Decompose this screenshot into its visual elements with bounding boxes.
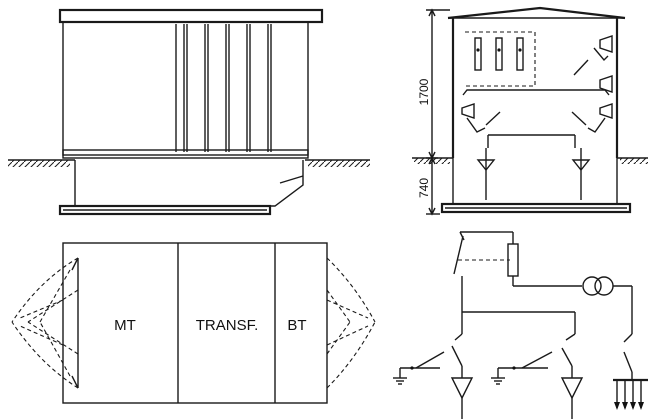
feeder-left	[393, 333, 474, 419]
front-louvres	[175, 24, 272, 152]
plan-outline	[62, 242, 328, 404]
front-roof	[58, 8, 324, 24]
mt-door-swings	[11, 257, 79, 389]
load-break-switch	[453, 235, 464, 275]
plan-view: MT TRANSF. BT	[11, 242, 376, 404]
bt-door-swings	[326, 257, 376, 389]
front-ground	[8, 159, 370, 167]
lv-outgoing-feeders	[613, 333, 648, 410]
section-view: 1700 740	[412, 6, 648, 216]
section-fuse-panel	[465, 31, 536, 87]
front-body	[62, 21, 309, 156]
dimension-lines	[426, 8, 450, 216]
single-line-schematic	[393, 231, 648, 419]
plan-label-bt: BT	[287, 317, 306, 334]
section-base-slab	[440, 202, 632, 214]
transformer-symbol	[582, 276, 614, 296]
dimension-740-label: 740	[417, 178, 431, 198]
section-roof	[447, 6, 626, 20]
section-ground	[412, 157, 648, 164]
front-foundation	[74, 160, 304, 207]
front-base-slab	[58, 204, 272, 216]
feeder-middle	[491, 333, 584, 419]
dimension-1700-label: 1700	[417, 78, 431, 105]
plan-label-mt: MT	[114, 317, 136, 334]
plan-label-transf: TRANSF.	[196, 317, 259, 334]
front-elevation	[8, 8, 370, 216]
